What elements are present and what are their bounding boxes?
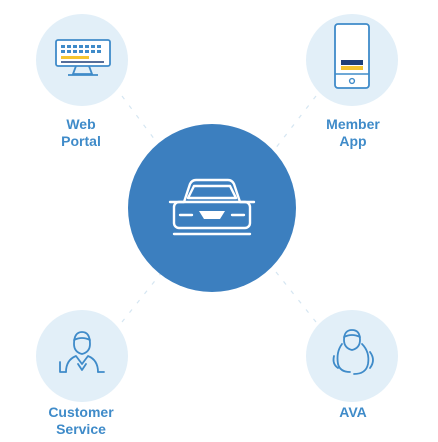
connector-customer-service	[121, 261, 171, 323]
connector-web-portal	[121, 95, 171, 161]
ava-label-line1: AVA	[339, 404, 367, 420]
member-app-label-line2: App	[339, 133, 367, 149]
customer-service-agent-icon	[59, 331, 105, 373]
web-portal-label: Web Portal	[26, 116, 136, 150]
web-portal-label-line2: Portal	[61, 133, 101, 149]
web-portal-label-line1: Web	[66, 116, 96, 132]
ava-label: AVA	[298, 404, 408, 421]
virtual-assistant-headset-icon	[332, 329, 374, 375]
desktop-computer-icon	[55, 39, 111, 76]
member-app-label-line1: Member	[326, 116, 380, 132]
hub-circle	[128, 124, 296, 292]
connector-ava	[267, 261, 317, 323]
car-icon	[168, 178, 256, 236]
customer-service-label: Customer Service	[26, 404, 136, 438]
customer-service-label-line1: Customer	[48, 404, 114, 420]
ava-bubble	[306, 310, 398, 402]
mobile-phone-icon	[334, 23, 370, 89]
customer-service-label-line2: Service	[56, 421, 106, 437]
customer-service-bubble	[36, 310, 128, 402]
member-app-label: Member App	[298, 116, 408, 150]
connector-member-app	[267, 95, 317, 159]
